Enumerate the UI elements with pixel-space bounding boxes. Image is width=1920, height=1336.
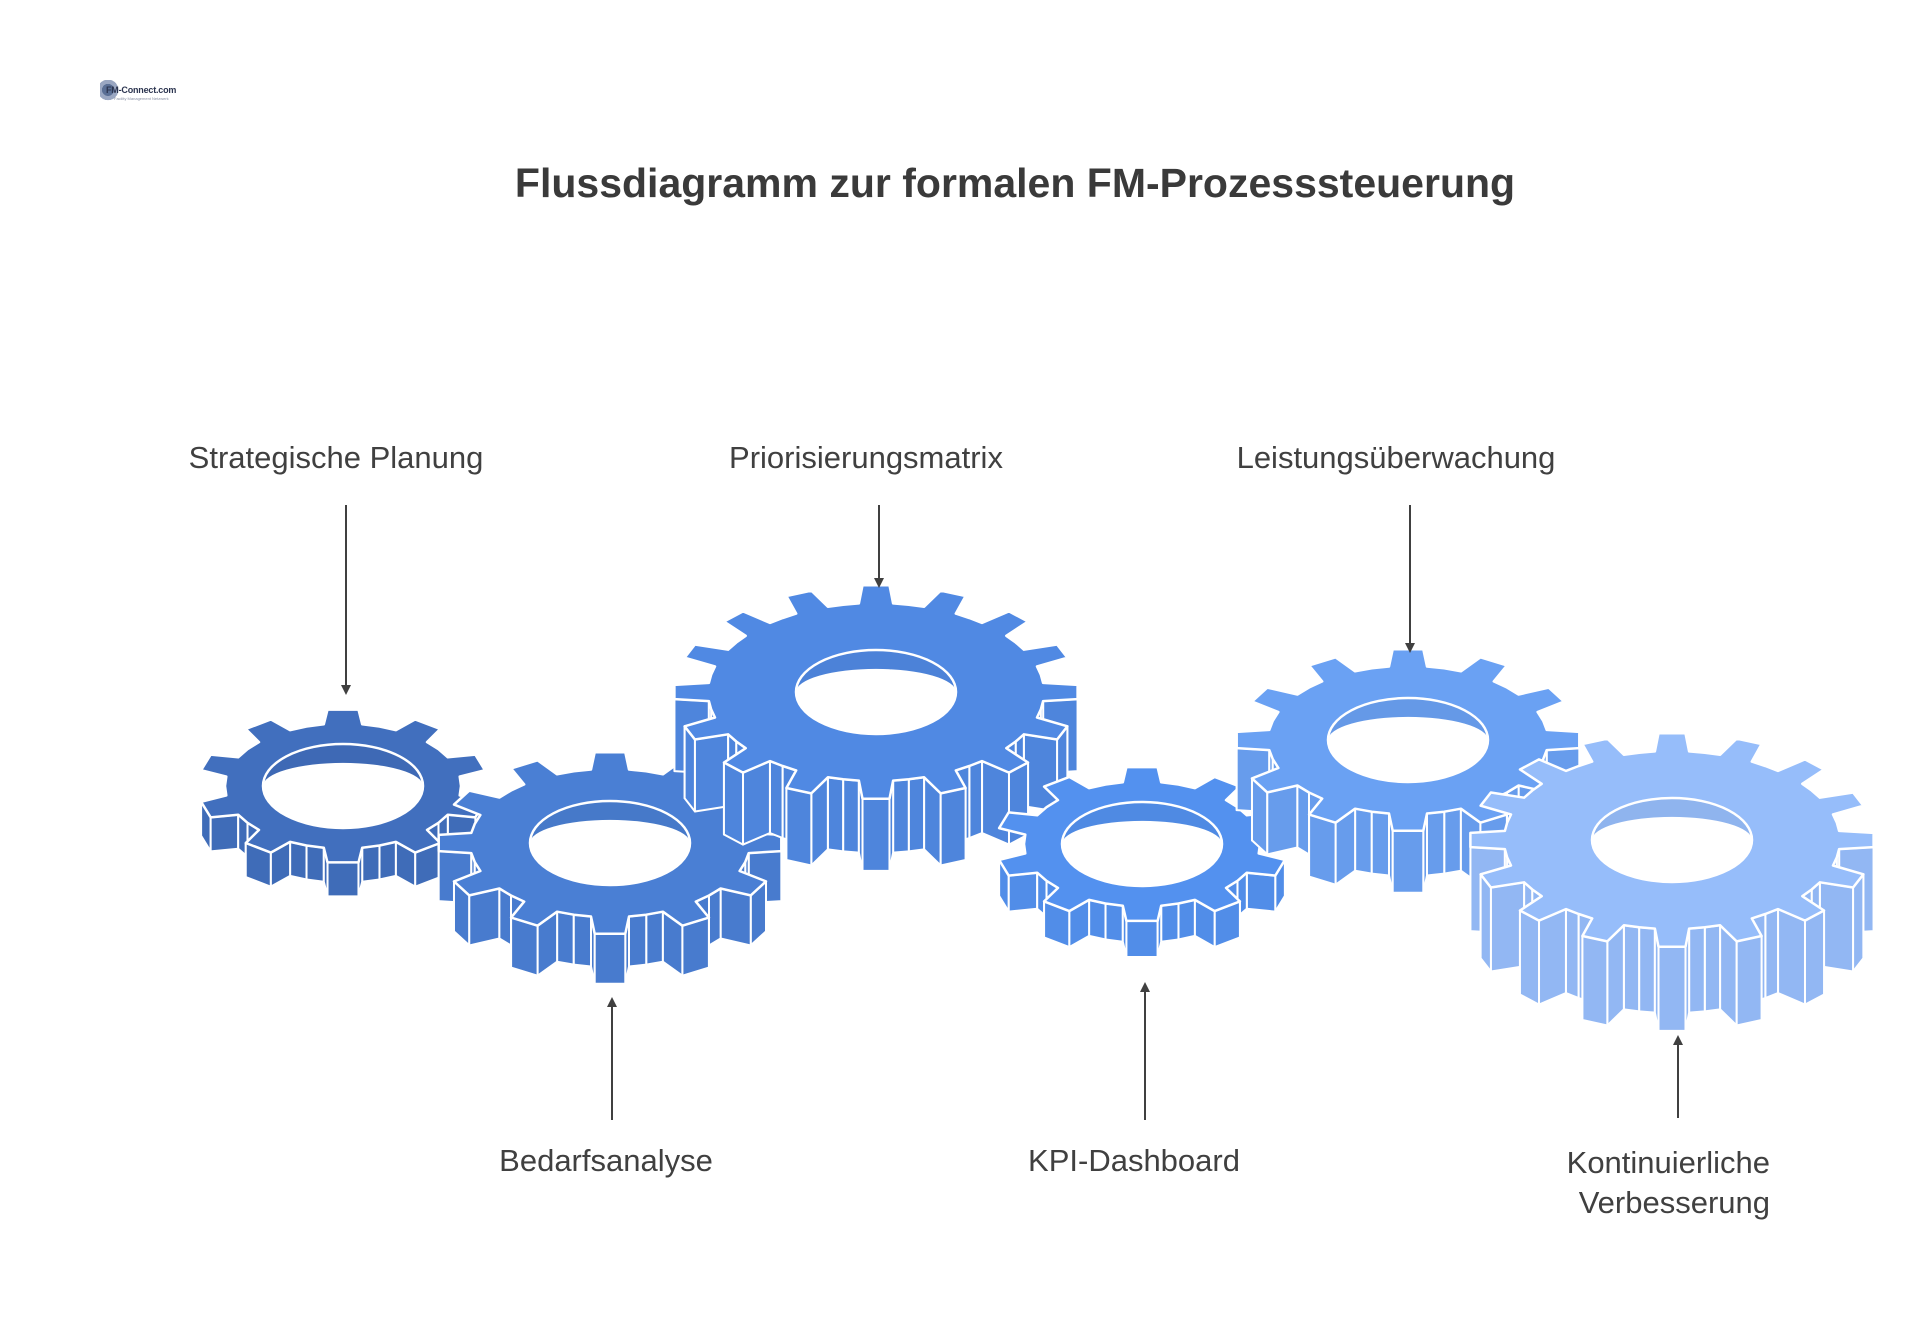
gear-2-hole-wall <box>530 801 690 843</box>
gear-6-hole-ring <box>1590 796 1754 884</box>
gear-6-side <box>1852 873 1865 973</box>
gear-3-side <box>742 760 771 846</box>
gear-3-side <box>861 797 891 872</box>
step-label-priorisierungsmatrix: Priorisierungsmatrix <box>729 440 1003 475</box>
gear-4-side <box>1125 919 1159 958</box>
fm-connect-logo: FM-Connect.com Facility Management Netzw… <box>100 78 176 106</box>
logo-mark-icon <box>100 80 120 102</box>
gear-6-side <box>1657 945 1687 1032</box>
gear-2-side <box>498 887 513 947</box>
gear-2-side <box>556 910 575 966</box>
gear-6-side <box>1764 908 1780 1000</box>
gear-1-side <box>209 813 240 853</box>
gear-6-side <box>1622 924 1641 1013</box>
gear-3-side <box>768 760 784 840</box>
gear-6-side <box>1735 934 1763 1027</box>
gear-4-side <box>1007 871 1039 913</box>
gear-5-side <box>1266 784 1299 856</box>
gear-3-hole-wall <box>796 650 956 692</box>
gear-5-hole-wall <box>1328 698 1488 740</box>
gear-4-side <box>1088 898 1107 941</box>
gear-1-side <box>378 840 397 881</box>
step-label-bedarfsanalyse: Bedarfsanalyse <box>499 1143 713 1178</box>
step-label-kontinuierliche-verbesserung: Kontinuierliche Verbesserung <box>1566 1145 1770 1220</box>
gear-6 <box>1469 731 1875 1032</box>
gear-6-side <box>1564 908 1580 1000</box>
gear-4 <box>997 765 1287 958</box>
gear-5-side <box>1308 813 1337 886</box>
gear-6-side <box>1581 934 1609 1027</box>
gear-5-side <box>1296 784 1311 856</box>
gear-1-side <box>289 840 308 881</box>
gear-2-side <box>681 916 710 977</box>
gear-6-side <box>1777 908 1806 1006</box>
gear-1-hole-ring <box>261 742 425 830</box>
gear-2-side <box>510 916 539 977</box>
gear-5-side <box>1443 807 1462 875</box>
gear-2-hole-ring <box>528 799 692 887</box>
gear-6-side <box>1688 926 1706 1014</box>
gear-3-side <box>981 760 1010 846</box>
gear-2-side <box>572 913 592 968</box>
gear-5-side <box>1370 810 1390 877</box>
gear-2-side <box>719 887 752 947</box>
gear-1-side <box>361 844 381 883</box>
gear-2-side <box>593 932 627 985</box>
gear-6-side <box>1703 924 1722 1013</box>
gear-6-side <box>1803 909 1826 1006</box>
gear-2-side <box>707 887 722 947</box>
gear-3-side <box>939 786 967 867</box>
gear-6-hole-wall <box>1592 798 1752 840</box>
gear-3-side <box>785 786 813 867</box>
gear-3-side <box>968 760 984 840</box>
gear-4-hole-ring <box>1060 800 1224 888</box>
gear-3-side <box>826 776 845 853</box>
gear-4-side <box>1160 902 1180 943</box>
gear-3 <box>673 583 1079 872</box>
gear-2-side <box>628 913 648 968</box>
step-label-leistungsueberwachung: Leistungsüberwachung <box>1236 440 1556 475</box>
gear-3-side <box>842 778 860 854</box>
gear-5-hole-ring <box>1326 696 1490 784</box>
gear-1-side <box>305 844 325 883</box>
gear-5-side <box>1391 829 1425 894</box>
gear-6-side <box>1538 908 1567 1006</box>
gear-4-side <box>1104 902 1124 943</box>
logo-text: FM-Connect.com <box>106 85 177 95</box>
gear-6-side <box>1518 909 1541 1006</box>
gear-4-side <box>1177 898 1196 941</box>
logo-subtitle: Facility Management Netzwerk <box>114 96 169 101</box>
gear-3-side <box>892 778 910 854</box>
gear-1-side <box>326 861 360 898</box>
gear-4-side <box>1245 871 1277 913</box>
step-label-strategische-planung: Strategische Planung <box>188 440 484 475</box>
gear-5-side <box>1426 810 1446 877</box>
gear-4-hole-wall <box>1062 802 1222 844</box>
gear-3-side <box>722 761 745 846</box>
gear-6-side <box>1479 873 1492 973</box>
gear-5-side <box>1354 807 1373 875</box>
gear-2-side <box>468 887 501 947</box>
gear-6-side <box>1638 926 1656 1014</box>
gear-3-hole-ring <box>794 648 958 736</box>
diagram-title: Flussdiagramm zur formalen FM-Prozessste… <box>514 160 1516 206</box>
gear-2-side <box>645 910 664 966</box>
gear-1-hole-wall <box>263 744 423 786</box>
step-label-kpi-dashboard: KPI-Dashboard <box>1028 1143 1240 1178</box>
gear-3-side <box>907 776 926 853</box>
